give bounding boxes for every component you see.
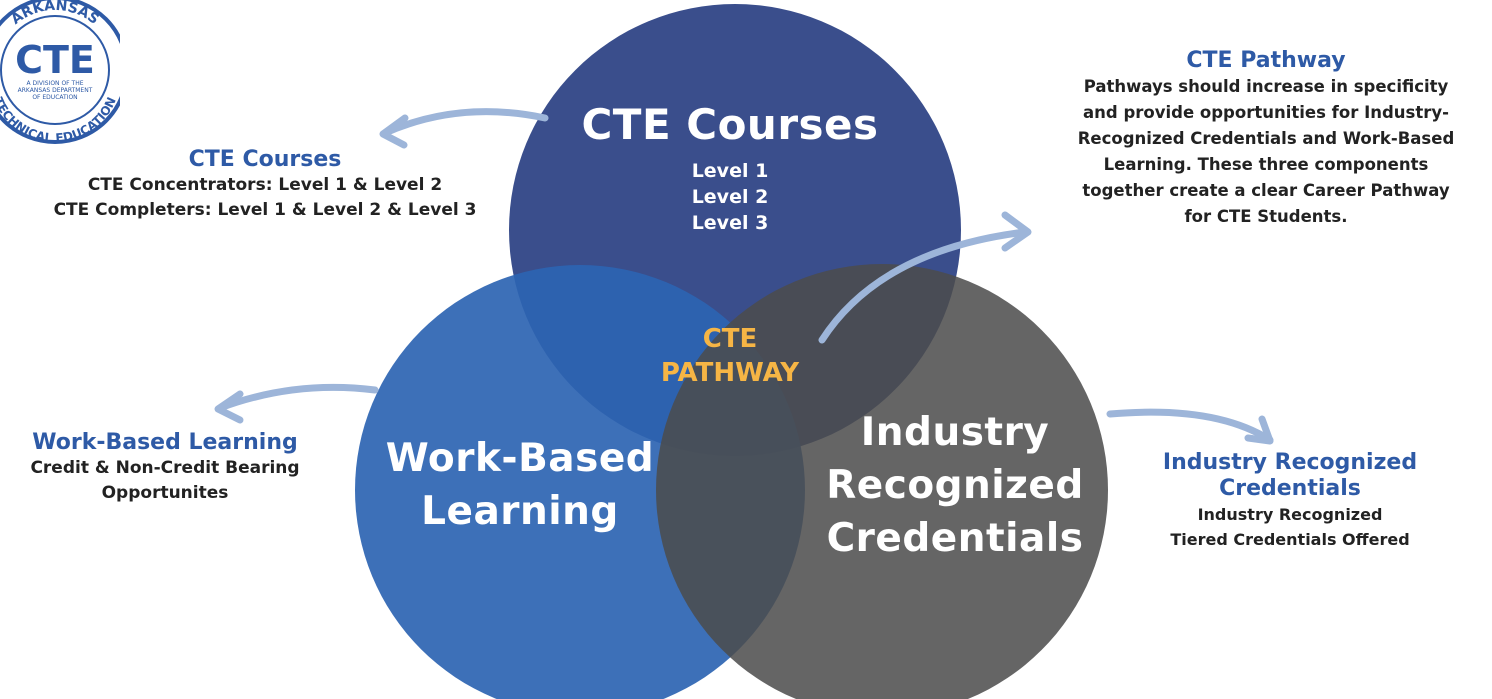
arrow-to-irc-note bbox=[1106, 408, 1274, 444]
arrow-to-wbl-note-head bbox=[214, 390, 244, 424]
logo-cte: CTE bbox=[15, 38, 95, 82]
level-1: Level 1 bbox=[691, 160, 769, 182]
circle-industry-recognized-credentials bbox=[656, 264, 1108, 699]
courses-note: CTE Courses CTE Concentrators: Level 1 &… bbox=[0, 147, 530, 223]
wbl-note: Work-Based Learning Credit & Non-Credit … bbox=[0, 430, 330, 506]
irc-title-line-3: Credentials bbox=[826, 516, 1084, 561]
courses-circle-title: CTE Courses bbox=[581, 100, 879, 149]
wbl-note-heading: Work-Based Learning bbox=[32, 430, 298, 455]
pathway-note-line-2: and provide opportunities for Industry- bbox=[1083, 103, 1449, 122]
pathway-note-line-5: together create a clear Career Pathway bbox=[1082, 181, 1450, 200]
pathway-note-line-6: for CTE Students. bbox=[1184, 207, 1348, 226]
logo-sub-1: A DIVISION OF THE bbox=[26, 80, 83, 87]
arrow-to-courses-note bbox=[381, 108, 549, 137]
level-3: Level 3 bbox=[691, 212, 769, 234]
center-line-1: CTE bbox=[702, 324, 758, 354]
irc-note-heading-2: Credentials bbox=[1219, 476, 1361, 501]
courses-note-line-2: CTE Completers: Level 1 & Level 2 & Leve… bbox=[53, 200, 477, 220]
courses-note-heading: CTE Courses bbox=[188, 147, 342, 172]
arrow-to-courses-note-head bbox=[379, 114, 409, 149]
wbl-title-line-2: Learning bbox=[421, 489, 619, 534]
pathway-note-line-4: Learning. These three components bbox=[1103, 155, 1429, 174]
pathway-note: CTE Pathway Pathways should increase in … bbox=[1040, 48, 1492, 230]
pathway-note-line-1: Pathways should increase in specificity bbox=[1083, 77, 1449, 96]
irc-note-line-2: Tiered Credentials Offered bbox=[1170, 530, 1410, 549]
irc-title-line-2: Recognized bbox=[826, 463, 1084, 508]
logo-sub-2: ARKANSAS DEPARTMENT bbox=[18, 87, 93, 94]
center-line-2: PATHWAY bbox=[660, 358, 800, 388]
cte-logo: ARKANSAS TECHNICAL EDUCATION CTE A DIVIS… bbox=[0, 0, 120, 145]
arrow-to-pathway-note bbox=[818, 228, 1029, 344]
arrow-to-pathway-note-head bbox=[1001, 211, 1032, 252]
irc-note-heading-1: Industry Recognized bbox=[1162, 450, 1418, 475]
venn-circles bbox=[355, 4, 1108, 699]
irc-note-line-1: Industry Recognized bbox=[1197, 505, 1383, 524]
logo-sub-3: OF EDUCATION bbox=[32, 94, 77, 101]
level-2: Level 2 bbox=[691, 186, 769, 208]
arrow-to-wbl-note bbox=[216, 383, 379, 412]
arrows bbox=[214, 108, 1274, 445]
irc-circle-title: Industry Recognized Credentials bbox=[820, 406, 1090, 565]
courses-note-line-1: CTE Concentrators: Level 1 & Level 2 bbox=[87, 175, 443, 195]
irc-title-line-1: Industry bbox=[860, 410, 1050, 455]
wbl-note-line-2: Opportunites bbox=[101, 483, 229, 503]
pathway-note-line-3: Recognized Credentials and Work-Based bbox=[1077, 129, 1455, 148]
irc-note: Industry Recognized Credentials Industry… bbox=[1120, 450, 1460, 552]
arrow-to-irc-note-head bbox=[1244, 415, 1274, 445]
cte-pathway-center-label: CTE PATHWAY bbox=[630, 322, 830, 390]
pathway-note-heading: CTE Pathway bbox=[1186, 48, 1346, 73]
wbl-title-line-1: Work-Based bbox=[385, 436, 655, 481]
wbl-circle-title: Work-Based Learning bbox=[370, 432, 670, 538]
wbl-note-line-1: Credit & Non-Credit Bearing bbox=[30, 458, 300, 478]
courses-levels: Level 1 Level 2 Level 3 bbox=[620, 158, 840, 236]
